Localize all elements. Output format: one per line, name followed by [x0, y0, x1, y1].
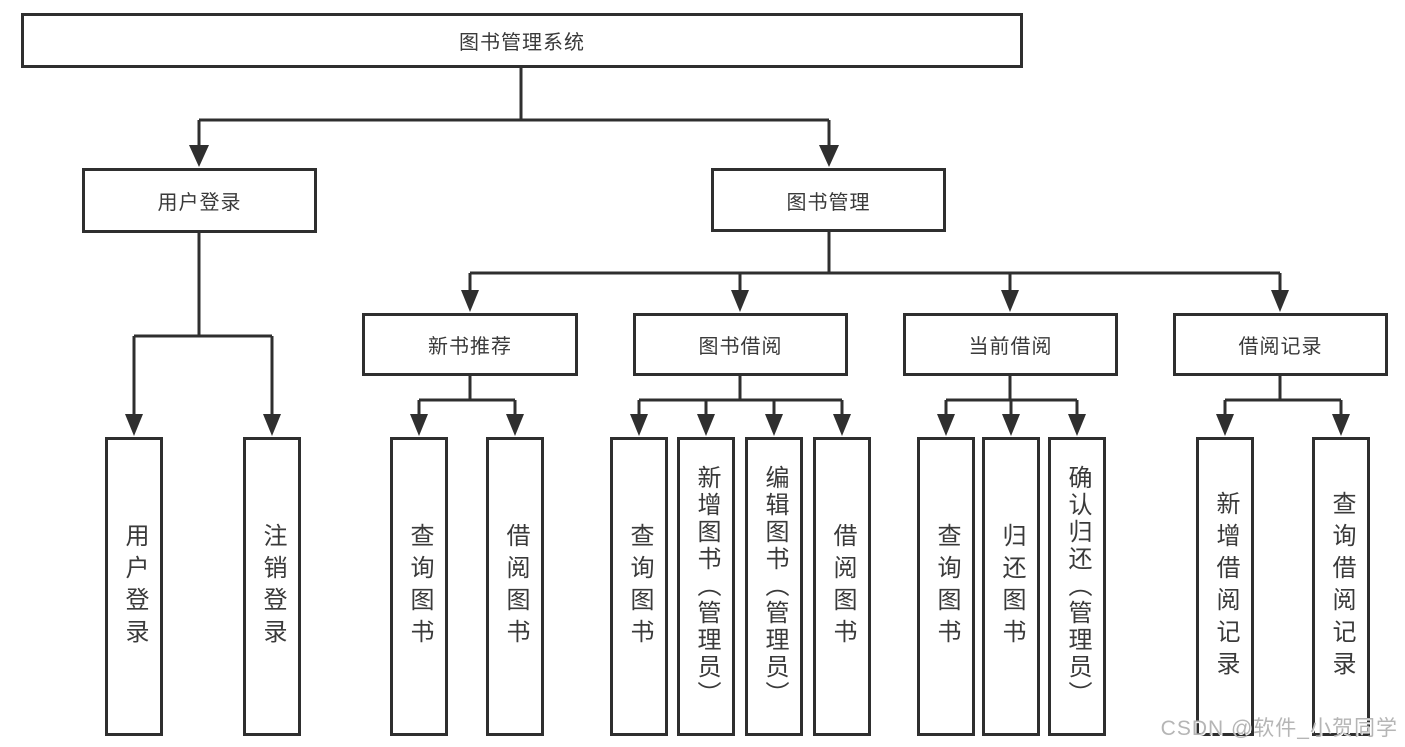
connector-book-borrow-children [630, 376, 851, 436]
leaf-query-book-2: 查询图书 [610, 437, 668, 736]
arrowhead [1216, 414, 1234, 436]
arrowhead [819, 145, 839, 167]
arrowhead [263, 414, 281, 436]
leaf-borrow-book-1: 借阅图书 [486, 437, 544, 736]
leaf-confirm-return-admin-label: 确认归还（管理员） [1064, 465, 1091, 708]
leaf-query-book-1-label: 查询图书 [406, 522, 433, 651]
leaf-borrow-book-2: 借阅图书 [813, 437, 871, 736]
arrowhead [125, 414, 143, 436]
node-user-login-label: 用户登录 [157, 192, 242, 214]
node-book-management: 图书管理 [711, 168, 946, 232]
leaf-query-borrow-record: 查询借阅记录 [1312, 437, 1370, 736]
leaf-user-login: 用户登录 [105, 437, 163, 736]
arrowhead [1002, 414, 1020, 436]
arrowhead [765, 414, 783, 436]
arrowhead [189, 145, 209, 167]
node-root: 图书管理系统 [21, 13, 1023, 68]
node-book-management-label: 图书管理 [786, 191, 871, 214]
leaf-add-book-admin-label: 新增图书（管理员） [693, 465, 720, 708]
node-borrow-record: 借阅记录 [1173, 313, 1388, 376]
leaf-borrow-book-2-label: 借阅图书 [829, 522, 856, 651]
arrowhead [461, 290, 479, 312]
leaf-confirm-return-admin: 确认归还（管理员） [1048, 437, 1106, 736]
node-root-label: 图书管理系统 [459, 32, 585, 54]
arrowhead [697, 414, 715, 436]
connector-book-management-children [461, 232, 1289, 312]
leaf-add-borrow-record-label: 新增借阅记录 [1212, 490, 1239, 683]
arrowhead [1068, 414, 1086, 436]
leaf-user-login-label: 用户登录 [121, 522, 148, 651]
connector-new-book-children [410, 376, 524, 436]
watermark: CSDN @软件_小贺同学 [1160, 717, 1398, 740]
leaf-query-book-3-label: 查询图书 [933, 522, 960, 651]
arrowhead [410, 414, 428, 436]
connector-root-to-level2 [189, 68, 839, 167]
leaf-return-book: 归还图书 [982, 437, 1040, 736]
leaf-logout: 注销登录 [243, 437, 301, 736]
arrowhead [937, 414, 955, 436]
leaf-query-book-2-label: 查询图书 [626, 522, 653, 651]
connector-borrow-record-children [1216, 376, 1350, 436]
node-borrow-record-label: 借阅记录 [1238, 336, 1323, 358]
arrowhead [1271, 290, 1289, 312]
node-user-login: 用户登录 [82, 168, 317, 233]
arrowhead [506, 414, 524, 436]
connector-current-borrow-children [937, 376, 1086, 436]
node-book-borrow-label: 图书借阅 [698, 336, 783, 358]
leaf-edit-book-admin-label: 编辑图书（管理员） [761, 465, 788, 708]
leaf-query-book-1: 查询图书 [390, 437, 448, 736]
arrowhead [731, 290, 749, 312]
leaf-borrow-book-1-label: 借阅图书 [502, 522, 529, 651]
node-new-book-recommend: 新书推荐 [362, 313, 578, 376]
leaf-add-book-admin: 新增图书（管理员） [677, 437, 735, 736]
arrowhead [833, 414, 851, 436]
node-current-borrow-label: 当前借阅 [968, 336, 1053, 358]
arrowhead [630, 414, 648, 436]
node-new-book-recommend-label: 新书推荐 [428, 336, 512, 358]
leaf-logout-label: 注销登录 [259, 522, 286, 651]
arrowhead [1001, 290, 1019, 312]
connector-user-login-children [125, 233, 281, 436]
leaf-edit-book-admin: 编辑图书（管理员） [745, 437, 803, 736]
leaf-add-borrow-record: 新增借阅记录 [1196, 437, 1254, 736]
leaf-query-book-3: 查询图书 [917, 437, 975, 736]
node-current-borrow: 当前借阅 [903, 313, 1118, 376]
leaf-query-borrow-record-label: 查询借阅记录 [1328, 490, 1355, 683]
leaf-return-book-label: 归还图书 [998, 522, 1025, 651]
node-book-borrow: 图书借阅 [633, 313, 848, 376]
arrowhead [1332, 414, 1350, 436]
